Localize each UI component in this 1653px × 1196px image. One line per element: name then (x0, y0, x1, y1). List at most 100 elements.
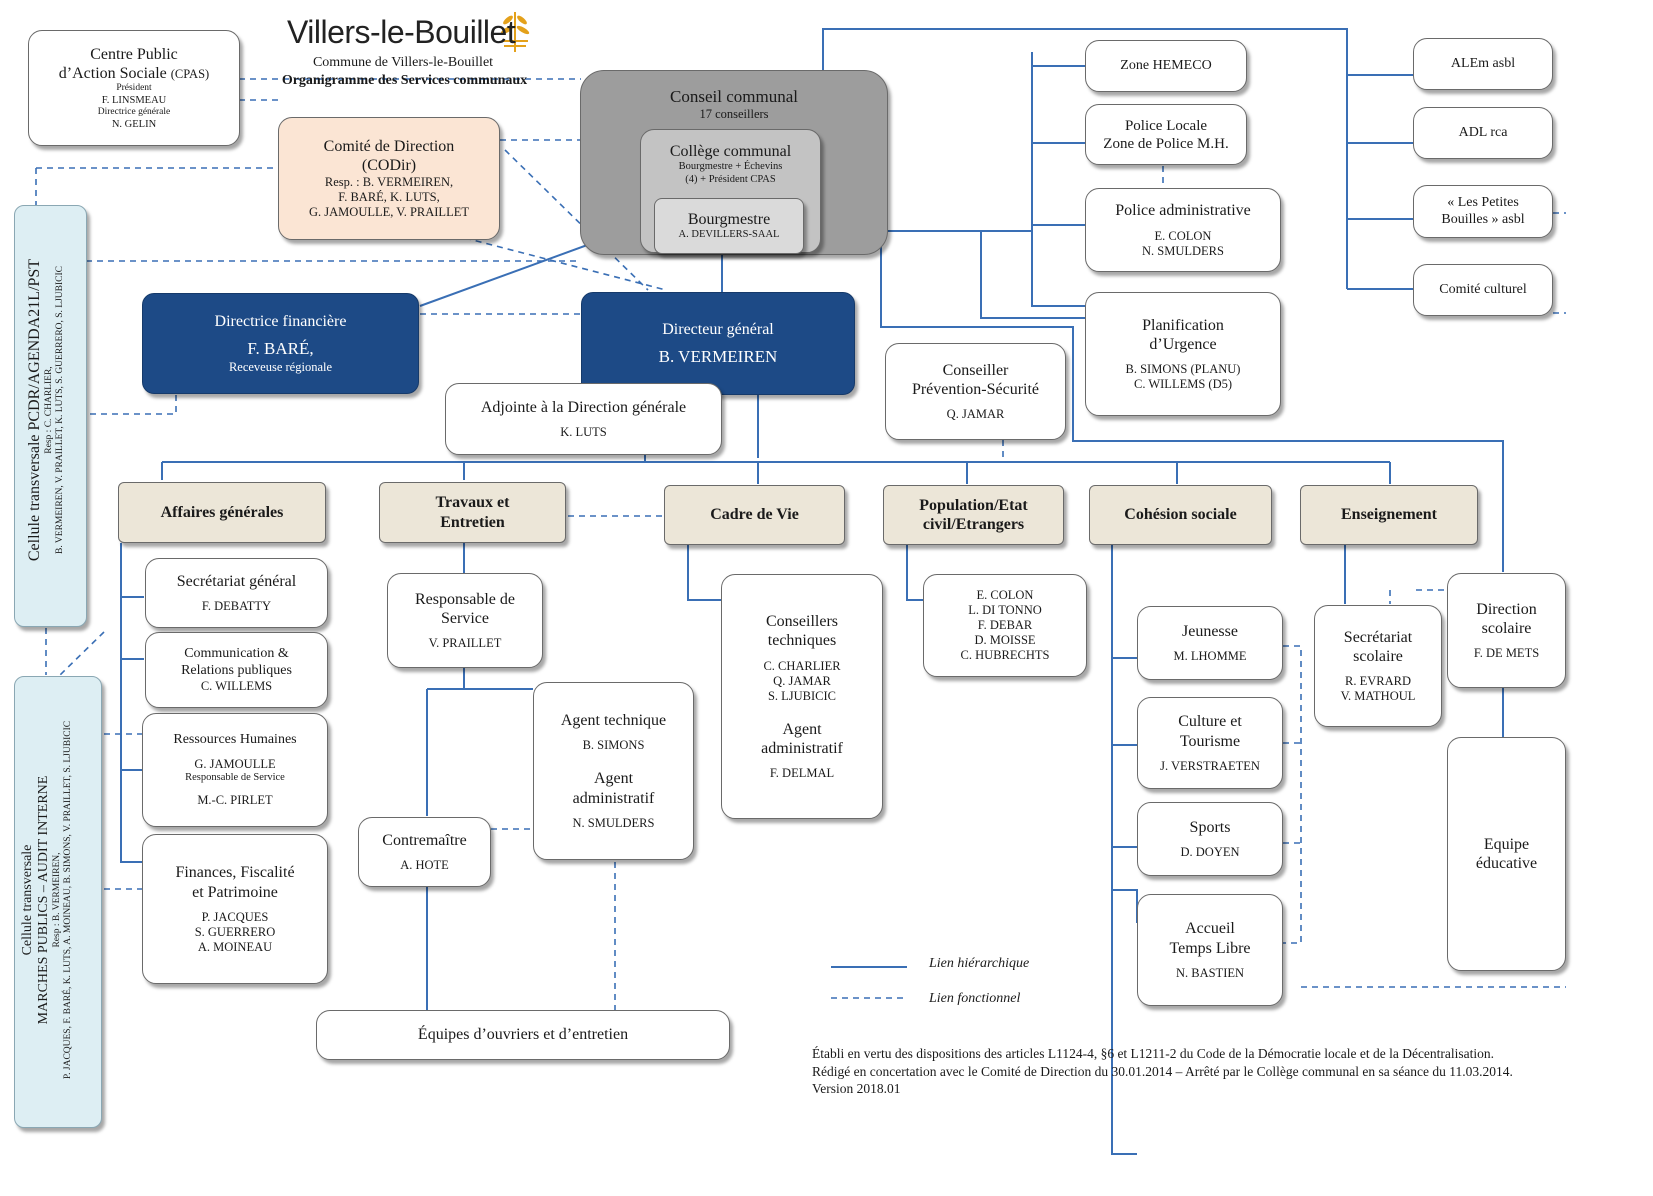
dg-person: B. VERMEIREN (658, 346, 778, 366)
population-staff-box: E. COLON L. DI TONNO F. DEBAR D. MOISSE … (923, 574, 1087, 677)
cellule-mp-title1: Cellule transversale (20, 844, 35, 956)
agent-tech-person: B. SIMONS (582, 738, 645, 753)
responsable-line2: Service (441, 610, 489, 627)
police-admin-p2: N. SMULDERS (1142, 243, 1224, 258)
communication-line1: Communication & (184, 645, 289, 661)
comite-culturel-label: Comité culturel (1439, 281, 1527, 297)
fin-dir-person: F. BARÉ, (247, 339, 314, 359)
population-p1: E. COLON (976, 588, 1034, 602)
dept-travaux: Travaux et Entretien (379, 482, 566, 543)
cadre-t2b: administratif (761, 739, 843, 757)
petites-line1: « Les Petites (1447, 194, 1519, 210)
fin-dir-role: Receveuse régionale (228, 359, 333, 374)
document-title: Organigramme des Services communaux (281, 73, 528, 88)
municipality-title: Villers-le-Bouillet (287, 14, 516, 50)
planif-line1: Planification (1142, 316, 1224, 334)
sec-scol-line2: scolaire (1353, 648, 1403, 665)
legend-functional-label: Lien fonctionnel (929, 991, 1021, 1006)
cellule-pcdr-box (14, 205, 87, 627)
cpas-box: Centre Public d’Action Sociale (CPAS) Pr… (28, 30, 240, 146)
college-desc1: Bourgmestre + Échevins (678, 161, 783, 173)
dept-cadre-label: Cadre de Vie (710, 506, 799, 524)
agent-admin-line1: Agent (593, 770, 634, 788)
cpas-role-director: Directrice générale (97, 107, 171, 118)
codir-resp2: F. BARÉ, K. LUTS, (338, 190, 440, 205)
population-p5: C. HUBRECHTS (960, 648, 1050, 662)
dept-cadre-de-vie: Cadre de Vie (664, 485, 845, 545)
college-name: Collège communal (669, 143, 792, 160)
cellule-marches-publics-box (14, 676, 102, 1128)
ressources-humaines-box: Ressources Humaines G. JAMOULLE Responsa… (142, 713, 328, 827)
police-admin-title: Police administrative (1115, 202, 1251, 220)
rh-p1: G. JAMOULLE (194, 757, 276, 772)
dept-cohesion-sociale: Cohésion sociale (1089, 485, 1272, 545)
culture-line2: Tourisme (1179, 732, 1241, 750)
finances-p2: S. GUERRERO (194, 924, 276, 939)
police-administrative-box: Police administrative E. COLON N. SMULDE… (1085, 188, 1281, 272)
codir-resp3: G. JAMOULLE, V. PRAILLET (309, 205, 469, 220)
adjointe-title: Adjointe à la Direction générale (480, 398, 687, 416)
dept-travaux-line1: Travaux et (435, 494, 510, 512)
petites-line2: Bouilles » asbl (1441, 211, 1525, 227)
codir-box: Comité de Direction (CODir) Resp. : B. V… (278, 117, 500, 240)
cellule-pcdr-resp2: B. VERMEIREN, V. PRAILLET, K. LUTS, S. G… (55, 266, 66, 555)
atl-line2: Temps Libre (1169, 939, 1251, 957)
agent-admin-line2: administratif (572, 789, 655, 807)
responsable-person: V. PRAILLET (428, 636, 502, 651)
agent-tech-title: Agent technique (560, 712, 667, 730)
jeunesse-person: M. LHOMME (1173, 649, 1247, 664)
functional-links (35, 78, 1566, 1011)
dept-enseignement-label: Enseignement (1341, 506, 1437, 524)
planif-line2: d’Urgence (1149, 336, 1217, 353)
adl-box: ADL rca (1413, 107, 1553, 159)
dept-population-line1: Population/Etat (919, 496, 1028, 514)
sec-scol-p2: V. MATHOUL (1340, 689, 1416, 704)
footer-line1: Établi en vertu des dispositions des art… (812, 1046, 1495, 1061)
cpas-name1: Centre Public (90, 45, 178, 63)
bourgmestre-name: Bourgmestre (687, 211, 771, 229)
cpas-person-director: N. GELIN (111, 118, 157, 130)
bourgmestre-person: A. DEVILLERS-SAAL (678, 229, 780, 241)
cellule-mp-resp2: P. JACQUES, F. BARÉ, K. LUTS, A. MOINEAU… (63, 720, 74, 1080)
footer-line2: Rédigé en concertation avec le Comité de… (812, 1063, 1513, 1079)
agent-technique-box: Agent technique B. SIMONS Agent administ… (533, 682, 694, 860)
finances-box: Finances, Fiscalité et Patrimoine P. JAC… (142, 834, 328, 984)
petites-bouilles-box: « Les Petites Bouilles » asbl (1413, 185, 1553, 238)
conseiller-prev-line2: Prévention-Sécurité (911, 381, 1040, 398)
conseiller-prevention-box: Conseiller Prévention-Sécurité Q. JAMAR (885, 343, 1066, 440)
cadre-t1b: techniques (767, 632, 837, 650)
cellule-pcdr-title: Cellule transversale PCDR/AGENDA21L/PST (26, 258, 43, 562)
dir-scol-person: F. DE METS (1473, 646, 1540, 661)
population-p2: L. DI TONNO (968, 603, 1042, 617)
conseiller-prev-person: Q. JAMAR (946, 407, 1005, 422)
secretariat-scolaire-box: Secrétariat scolaire R. EVRARD V. MATHOU… (1314, 605, 1442, 727)
cadre-t2a: Agent (782, 720, 822, 738)
codir-name2: (CODir) (361, 157, 417, 174)
sports-person: D. DOYEN (1180, 845, 1240, 860)
footer-note: Établi en vertu des dispositions des art… (812, 1045, 1564, 1098)
cpas-person-president: F. LINSMEAU (101, 94, 167, 106)
police-locale-line1: Police Locale (1124, 117, 1208, 134)
equipe-educative-box: Equipe éducative (1447, 737, 1566, 971)
secretariat-title: Secrétariat général (176, 572, 297, 590)
logo-sprig-icon (500, 12, 530, 52)
directeur-general-box: Directeur général B. VERMEIREN (581, 292, 855, 395)
finances-p3: A. MOINEAU (197, 939, 273, 954)
sports-title: Sports (1189, 818, 1231, 836)
communication-person: C. WILLEMS (200, 679, 273, 694)
planif-p1: B. SIMONS (PLANU) (1125, 362, 1241, 377)
cadre-p3: S. LJUBICIC (767, 688, 837, 703)
dept-enseignement: Enseignement (1300, 485, 1478, 545)
fin-dir-title: Directrice financière (214, 313, 347, 331)
adjointe-person: K. LUTS (560, 425, 607, 440)
college-desc2: (4) + Président CPAS (685, 173, 776, 185)
equipes-ouvriers-box: Équipes d’ouvriers et d’entretien (316, 1010, 730, 1060)
contremaitre-title: Contremaître (382, 831, 467, 849)
direction-scolaire-box: Direction scolaire F. DE METS (1447, 573, 1566, 688)
culture-tourisme-box: Culture et Tourisme J. VERSTRAETEN (1137, 697, 1283, 789)
culture-line1: Culture et (1178, 713, 1242, 731)
rh-title: Ressources Humaines (173, 732, 297, 748)
bourgmestre-box: Bourgmestre A. DEVILLERS-SAAL (654, 198, 804, 254)
dept-population-line2: civil/Etrangers (922, 516, 1025, 533)
adjointe-box: Adjointe à la Direction générale K. LUTS (445, 383, 722, 455)
